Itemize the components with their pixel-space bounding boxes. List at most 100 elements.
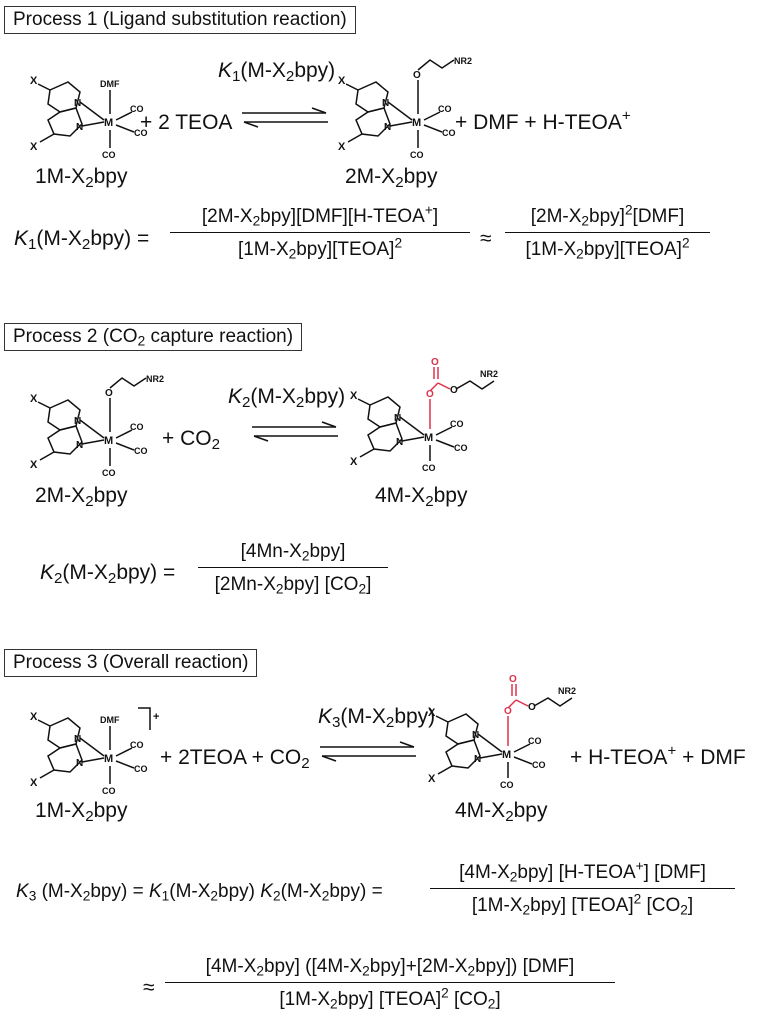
k3-fraction-1: [4M-X2bpy] [H-TEOA+] [DMF] [1M-X2bpy] [T… bbox=[430, 858, 735, 918]
products-p1: + DMF + H-TEOA+ bbox=[455, 107, 631, 134]
x-label: X bbox=[350, 456, 358, 468]
metal-label: M bbox=[104, 435, 113, 447]
complex-4m-carbonate-structure-p3: X X N N M O O O NR2 CO CO CO bbox=[428, 674, 576, 790]
co-ligand-label: CO bbox=[454, 443, 468, 453]
k1-numerator-1: [2M-X2bpy][DMF][H-TEOA+] bbox=[201, 202, 439, 229]
n-label: N bbox=[474, 754, 481, 765]
x-label: X bbox=[428, 773, 436, 785]
n-label: N bbox=[396, 437, 403, 448]
n-label: N bbox=[384, 122, 391, 133]
co-ligand-label: CO bbox=[438, 104, 452, 114]
metal-label: M bbox=[412, 117, 421, 129]
process-2-title: Process 2 (CO2 capture reaction) bbox=[13, 326, 294, 349]
products-p3: + H-TEOA+ + DMF bbox=[570, 742, 746, 769]
co-ligand-label: CO bbox=[134, 128, 148, 138]
x-label: X bbox=[30, 711, 38, 723]
compound-2m-label-p2: 2M-X2bpy bbox=[35, 484, 128, 510]
k3-denominator-2: [1M-X2bpy] [TEOA]2 [CO2] bbox=[279, 985, 501, 1012]
o-label: O bbox=[504, 706, 512, 717]
co-ligand-label: CO bbox=[102, 468, 116, 478]
co-ligand-label: CO bbox=[410, 150, 424, 160]
co-ligand-label: CO bbox=[134, 764, 148, 774]
n-label: N bbox=[394, 413, 401, 424]
co-ligand-label: CO bbox=[130, 422, 144, 432]
x-label: X bbox=[30, 75, 38, 87]
k3-numerator-2: [4M-X2bpy] ([4M-X2bpy]+[2M-X2bpy]) [DMF] bbox=[205, 956, 575, 979]
nr2-label: NR2 bbox=[480, 369, 498, 379]
co-ligand-label: CO bbox=[130, 740, 144, 750]
reagents-p3: + 2TEOA + CO2 bbox=[160, 746, 310, 772]
k2-fraction: [4Mn-X2bpy] [2Mn-X2bpy] [CO2] bbox=[198, 541, 388, 596]
cation-charge-label: + bbox=[153, 711, 159, 723]
compound-4m-label-p3: 4M-X2bpy bbox=[455, 799, 548, 825]
k3-fraction-2: [4M-X2bpy] ([4M-X2bpy]+[2M-X2bpy]) [DMF]… bbox=[165, 956, 615, 1011]
k2-numerator: [4Mn-X2bpy] bbox=[240, 541, 346, 564]
o-label: O bbox=[450, 385, 458, 396]
o-label: O bbox=[105, 388, 113, 399]
dmf-ligand-label: DMF bbox=[100, 715, 120, 725]
o-label: O bbox=[528, 702, 536, 713]
k1-denominator-2: [1M-X2bpy][TEOA]2 bbox=[525, 235, 690, 262]
x-label: X bbox=[338, 75, 346, 87]
o-label: O bbox=[431, 357, 439, 368]
co-ligand-label: CO bbox=[102, 786, 116, 796]
process-3-header: Process 3 (Overall reaction) bbox=[4, 649, 258, 677]
approx-sign: ≈ bbox=[480, 227, 492, 250]
k1-fraction-2: [2M-X2bpy]2[DMF] [1M-X2bpy][TEOA]2 bbox=[505, 202, 710, 262]
complex-2m-teoa-structure-p2: X X N N M O NR2 CO CO CO bbox=[30, 374, 164, 478]
process-1-title: Process 1 (Ligand substitution reaction) bbox=[13, 9, 347, 30]
n-label: N bbox=[74, 416, 81, 427]
n-label: N bbox=[76, 758, 83, 769]
co-ligand-label: CO bbox=[442, 128, 456, 138]
complex-4m-carbonate-structure-p2: X X N N M O O O NR2 CO CO CO bbox=[350, 357, 498, 473]
nr2-label: NR2 bbox=[146, 374, 164, 384]
n-label: N bbox=[76, 440, 83, 451]
n-label: N bbox=[76, 122, 83, 133]
co-ligand-label: CO bbox=[528, 736, 542, 746]
k1-arrow-label: K1(M-X2bpy) bbox=[218, 59, 336, 85]
co-ligand-label: CO bbox=[134, 446, 148, 456]
metal-label: M bbox=[104, 753, 113, 765]
equilibrium-arrows-p1 bbox=[242, 107, 328, 128]
x-label: X bbox=[30, 459, 38, 471]
k1-expression-lhs: K1(M-X2bpy) = bbox=[14, 227, 150, 253]
k3-expression-lhs: K3 (M-X2bpy) = K1(M-X2bpy) K2(M-X2bpy) = bbox=[16, 881, 383, 904]
x-label: X bbox=[30, 393, 38, 405]
k3-denominator-1: [1M-X2bpy] [TEOA]2 [CO2] bbox=[471, 891, 694, 918]
o-label: O bbox=[413, 70, 421, 81]
compound-1m-label-p1: 1M-X2bpy bbox=[35, 165, 128, 191]
n-label: N bbox=[472, 730, 479, 741]
nr2-label: NR2 bbox=[454, 56, 472, 66]
compound-2m-label-p1: 2M-X2bpy bbox=[345, 165, 438, 191]
process-1-header: Process 1 (Ligand substitution reaction) bbox=[4, 6, 356, 34]
k2-expression-lhs: K2(M-X2bpy) = bbox=[40, 561, 176, 587]
metal-label: M bbox=[424, 432, 433, 444]
k1-fraction-1: [2M-X2bpy][DMF][H-TEOA+] [1M-X2bpy][TEOA… bbox=[170, 202, 470, 262]
x-label: X bbox=[30, 777, 38, 789]
compound-1m-label-p3: 1M-X2bpy bbox=[35, 799, 128, 825]
k1-numerator-2: [2M-X2bpy]2[DMF] bbox=[530, 202, 685, 229]
x-label: X bbox=[30, 141, 38, 153]
k2-arrow-label: K2(M-X2bpy) bbox=[228, 385, 346, 411]
process-2-header: Process 2 (CO2 capture reaction) bbox=[4, 323, 303, 351]
metal-label: M bbox=[104, 117, 113, 129]
complex-2m-teoa-structure-p1: X X N N M O NR2 CO CO CO bbox=[338, 56, 472, 160]
co-ligand-label: CO bbox=[532, 760, 546, 770]
process-3-title: Process 3 (Overall reaction) bbox=[13, 652, 249, 673]
co-ligand-label: CO bbox=[450, 419, 464, 429]
k1-denominator-1: [1M-X2bpy][TEOA]2 bbox=[237, 235, 403, 262]
complex-1m-dmf-structure: X X N N M DMF CO CO CO bbox=[30, 75, 148, 160]
reagent-co2-p2: + CO2 bbox=[162, 427, 221, 453]
n-label: N bbox=[74, 98, 81, 109]
complex-1m-dmf-cation-structure: X X N N M DMF CO CO CO + bbox=[30, 707, 159, 796]
k3-numerator-1: [4M-X2bpy] [H-TEOA+] [DMF] bbox=[459, 858, 706, 885]
approx-sign: ≈ bbox=[143, 976, 155, 999]
x-label: X bbox=[338, 141, 346, 153]
n-label: N bbox=[74, 734, 81, 745]
compound-4m-label-p2: 4M-X2bpy bbox=[375, 484, 468, 510]
co-ligand-label: CO bbox=[102, 150, 116, 160]
co-ligand-label: CO bbox=[500, 780, 514, 790]
n-label: N bbox=[382, 98, 389, 109]
co-ligand-label: CO bbox=[422, 463, 436, 473]
